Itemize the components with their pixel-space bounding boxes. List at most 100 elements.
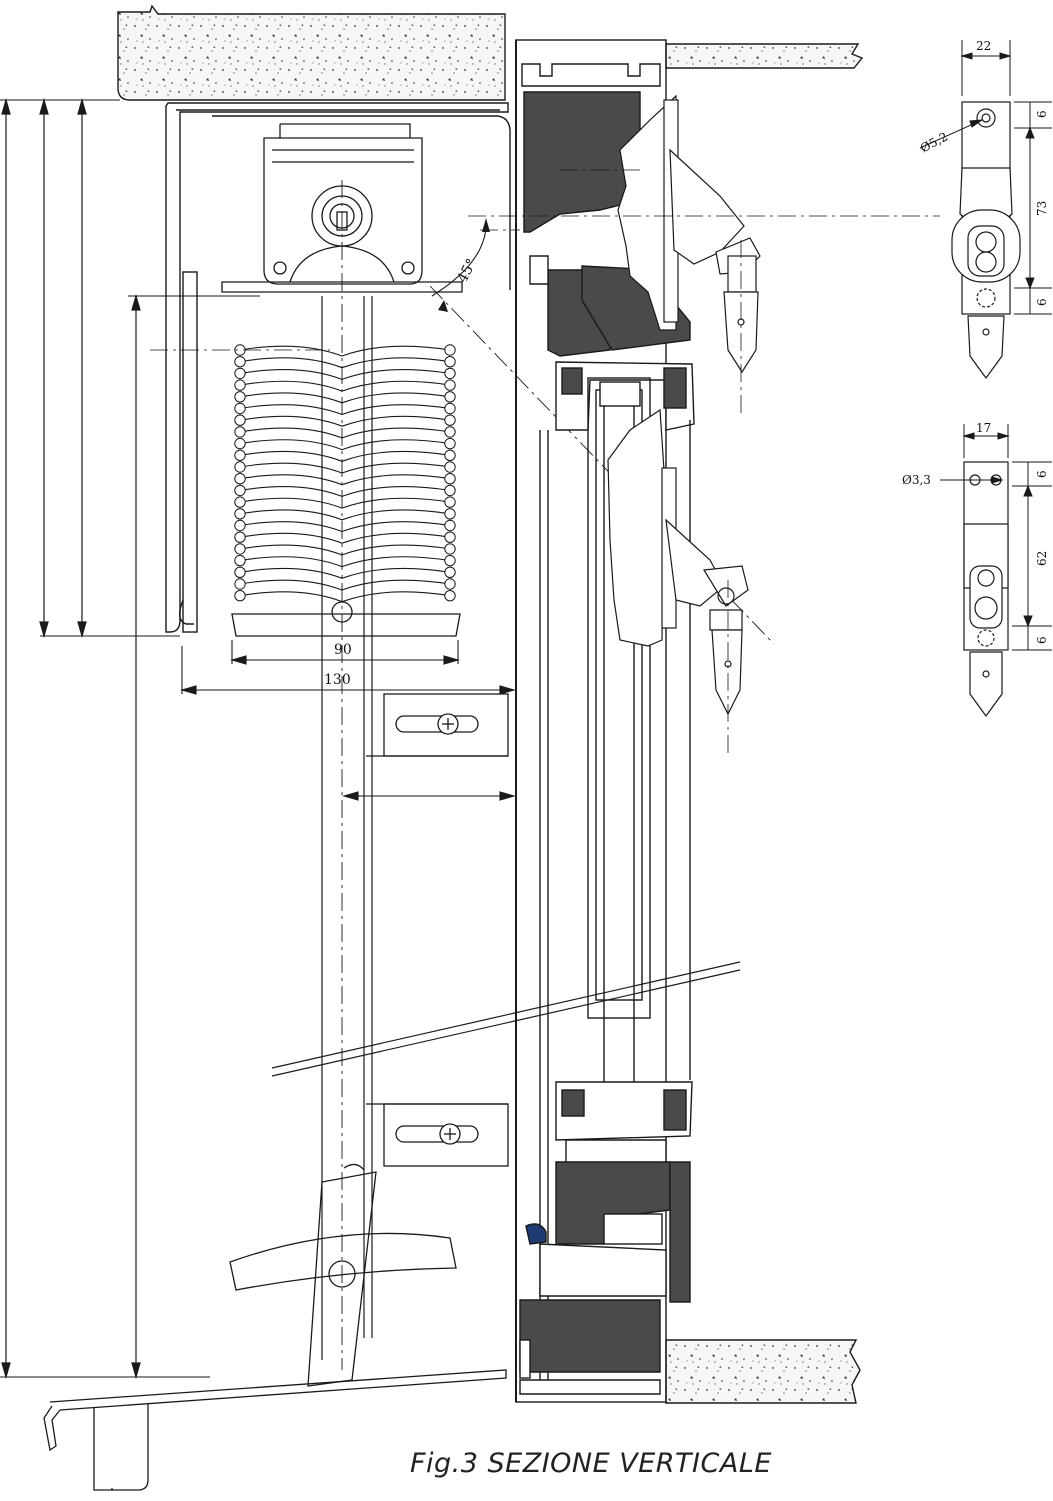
reference-lines bbox=[150, 169, 640, 351]
bracket-lower bbox=[366, 1103, 509, 1167]
window-hinge-middle bbox=[661, 467, 749, 754]
slat-edge-curl bbox=[234, 437, 246, 450]
hinge-b-top-label: 6 bbox=[1035, 470, 1049, 478]
slat-edge-curl bbox=[444, 344, 456, 356]
hinge-a-top-label: 6 bbox=[1035, 110, 1049, 118]
slat-edge-curl bbox=[444, 473, 456, 485]
slat bbox=[239, 521, 451, 533]
slat-edge-curl bbox=[234, 414, 246, 426]
bottom-rail-stacked bbox=[231, 601, 461, 637]
slat-edge-curl bbox=[444, 367, 456, 380]
slat-edge-curl bbox=[234, 508, 246, 520]
slat bbox=[239, 532, 451, 544]
slat-edge-curl bbox=[234, 356, 246, 368]
slat-stack bbox=[234, 344, 456, 603]
cutaway-region bbox=[607, 94, 677, 647]
slat-edge-curl bbox=[444, 379, 456, 391]
slat-edge-curl bbox=[444, 578, 456, 590]
slat bbox=[239, 509, 451, 521]
slat-edge-curl bbox=[234, 484, 246, 497]
slat-edge-curl bbox=[234, 391, 246, 403]
slat bbox=[239, 579, 451, 591]
slat-edge-curl bbox=[234, 461, 246, 473]
slat-edge-curl bbox=[444, 496, 456, 508]
slat bbox=[239, 427, 451, 439]
window-sill bbox=[43, 1369, 507, 1491]
slat bbox=[239, 556, 451, 568]
slat-edge-curl bbox=[234, 496, 246, 508]
slat-edge-curl bbox=[234, 578, 246, 590]
hinge-b-hole-label: Ø3,3 bbox=[902, 473, 931, 487]
bracket-upper bbox=[366, 693, 509, 757]
slat-edge-curl bbox=[234, 402, 246, 415]
slat-edge-curl bbox=[234, 531, 246, 543]
hinge-a-dimensions bbox=[919, 40, 1052, 315]
slat bbox=[239, 392, 451, 404]
blind-box-housing bbox=[165, 102, 511, 633]
concrete-wall-bottom-right bbox=[665, 1339, 861, 1404]
slat-edge-curl bbox=[444, 356, 456, 368]
hinge-a-bottom-label: 6 bbox=[1035, 298, 1049, 306]
slat-edge-curl bbox=[234, 449, 246, 461]
guide-rail bbox=[321, 180, 373, 1370]
slat-edge-curl bbox=[234, 426, 246, 438]
hinge-b-dimensions bbox=[940, 424, 1052, 651]
slat bbox=[239, 486, 451, 497]
slat-edge-curl bbox=[234, 379, 246, 391]
slat bbox=[239, 567, 451, 579]
horizontal-dimensions bbox=[179, 640, 517, 801]
slat bbox=[239, 591, 451, 603]
hinge-detail-a bbox=[951, 101, 1021, 380]
slat-edge-curl bbox=[444, 484, 456, 497]
slat-edge-curl bbox=[444, 508, 456, 520]
slat-edge-curl bbox=[234, 543, 246, 555]
slat bbox=[239, 380, 451, 392]
slat-edge-curl bbox=[444, 554, 456, 567]
slat bbox=[239, 357, 451, 369]
dimension-90: 90 bbox=[334, 642, 352, 658]
concrete-wall-top-right bbox=[665, 43, 864, 69]
slat-edge-curl bbox=[444, 414, 456, 426]
slat bbox=[239, 439, 451, 451]
window-hinge-upper bbox=[468, 99, 940, 414]
slat-edge-curl bbox=[444, 402, 456, 415]
slat-edge-curl bbox=[444, 437, 456, 450]
slat-edge-curl bbox=[234, 367, 246, 380]
slat-edge-curl bbox=[444, 566, 456, 578]
slat bbox=[239, 450, 451, 462]
hinge-b-height-label: 62 bbox=[1035, 551, 1049, 566]
lowered-bottom-rail bbox=[229, 1163, 457, 1387]
slat bbox=[239, 497, 451, 509]
slat-edge-curl bbox=[234, 566, 246, 578]
slat-edge-curl bbox=[444, 461, 456, 473]
hinge-a-height-label: 73 bbox=[1035, 201, 1049, 216]
slat-edge-curl bbox=[234, 590, 246, 602]
slat bbox=[239, 544, 451, 556]
slat-edge-curl bbox=[444, 449, 456, 461]
slat bbox=[239, 369, 451, 380]
slat bbox=[239, 404, 451, 416]
slat bbox=[239, 415, 451, 427]
slat-edge-curl bbox=[444, 519, 456, 532]
slat-edge-curl bbox=[234, 473, 246, 485]
angle-label: 45° bbox=[454, 256, 480, 285]
slat-edge-curl bbox=[444, 426, 456, 438]
dimension-130: 130 bbox=[324, 672, 351, 688]
slat-edge-curl bbox=[234, 554, 246, 567]
slat-edge-curl bbox=[444, 590, 456, 602]
slat bbox=[239, 474, 451, 486]
slat bbox=[239, 462, 451, 474]
slat-edge-curl bbox=[234, 519, 246, 532]
break-lines bbox=[271, 961, 741, 1077]
slat bbox=[239, 345, 451, 357]
hinge-a-hole-label: Ø5,2 bbox=[918, 129, 950, 155]
hinge-b-width-label: 17 bbox=[976, 421, 991, 435]
slat-edge-curl bbox=[444, 543, 456, 555]
hinge-a-width-label: 22 bbox=[976, 39, 991, 53]
hinge-detail-b bbox=[963, 461, 1009, 718]
concrete-lintel bbox=[117, 4, 506, 101]
left-dimension-lines bbox=[0, 97, 260, 1380]
slat-edge-curl bbox=[444, 531, 456, 543]
